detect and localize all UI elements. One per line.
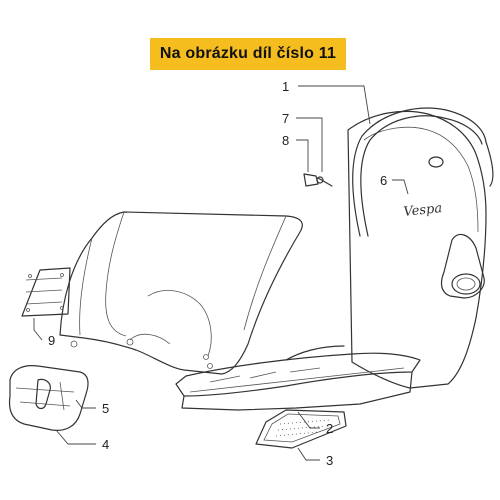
leader-3	[297, 447, 320, 461]
leader-1	[298, 85, 371, 125]
glove-box	[8, 365, 89, 431]
leader-8	[296, 139, 309, 172]
front-leg-shield: Vespa	[347, 110, 487, 389]
callout-3: 3	[326, 453, 333, 468]
shield-edge-trim	[352, 107, 494, 237]
callout-1: 1	[282, 79, 289, 94]
screw-fastener	[303, 173, 333, 187]
callout-7: 7	[282, 111, 289, 126]
leader-9	[33, 318, 43, 341]
leader-7	[296, 117, 323, 172]
callout-5: 5	[102, 401, 109, 416]
vespa-logo-text: Vespa	[403, 201, 443, 220]
gasket-plate	[21, 267, 71, 317]
leader-lines	[33, 85, 409, 461]
horn-grille	[440, 233, 485, 299]
floor-mat	[255, 409, 347, 449]
page-title-banner: Na obrázku díl číslo 11	[150, 38, 346, 70]
leader-5	[75, 399, 96, 409]
page-title: Na obrázku díl číslo 11	[159, 45, 337, 62]
leader-4	[55, 429, 96, 445]
callout-9: 9	[48, 333, 55, 348]
callout-4: 4	[102, 437, 109, 452]
floorboard	[175, 345, 421, 411]
leader-6	[392, 179, 409, 195]
leader-2	[297, 411, 320, 429]
callout-labels: 1 2 3 4 5 6 7 8 9	[48, 79, 387, 468]
rear-body-panel	[59, 211, 303, 375]
callout-8: 8	[282, 133, 289, 148]
callout-2: 2	[326, 421, 333, 436]
callout-6: 6	[380, 173, 387, 188]
